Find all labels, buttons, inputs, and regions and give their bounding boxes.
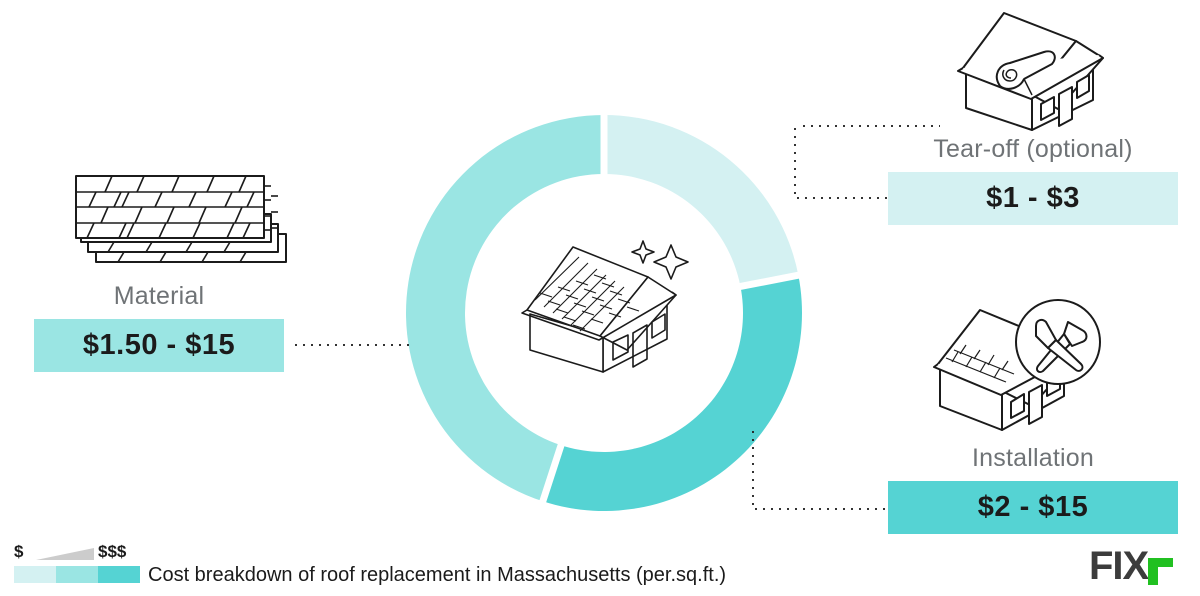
installation-connector-vertical — [752, 428, 754, 510]
donut-segment-tearoff[interactable] — [604, 115, 799, 287]
tearoff-label: Tear-off (optional) — [933, 135, 1133, 163]
installation-connector-bottom — [752, 508, 890, 510]
legend-swatch-mid — [56, 566, 98, 583]
brand-name-primary: FIX — [1089, 544, 1149, 588]
donut-separator — [538, 442, 565, 505]
tearoff-connector-vertical — [794, 125, 796, 198]
legend: $ $$$ — [14, 542, 144, 584]
donut-segment-installation[interactable] — [542, 275, 802, 511]
house-tools-icon — [933, 299, 1116, 436]
tearoff-connector-top — [800, 125, 940, 127]
installation-label: Installation — [972, 444, 1094, 472]
installation-price-badge[interactable]: $2 - $15 — [888, 481, 1178, 534]
legend-swatch-high — [98, 566, 140, 583]
legend-high-label: $$$ — [98, 542, 127, 561]
house-sparkle-icon — [500, 232, 710, 387]
material-label: Material — [113, 282, 205, 310]
house-roll-roofing-icon — [948, 8, 1128, 136]
legend-low-label: $ — [14, 542, 24, 561]
material-connector — [292, 344, 410, 346]
tearoff-connector-bottom — [794, 197, 890, 199]
material-price-badge[interactable]: $1.50 - $15 — [34, 319, 284, 372]
donut-chart — [405, 113, 802, 511]
chart-caption: Cost breakdown of roof replacement in Ma… — [148, 564, 727, 586]
donut-chart-svg — [405, 113, 802, 511]
tearoff-price-badge[interactable]: $1 - $3 — [888, 172, 1178, 225]
legend-ramp-icon — [36, 548, 94, 560]
donut-separator — [737, 271, 801, 291]
shingle-stack-icon — [74, 172, 294, 270]
fixr-logo[interactable]: FIX — [1089, 546, 1174, 586]
donut-segment-material[interactable] — [405, 115, 604, 502]
brand-accent-r-icon — [1148, 558, 1174, 585]
legend-swatch-low — [14, 566, 56, 583]
